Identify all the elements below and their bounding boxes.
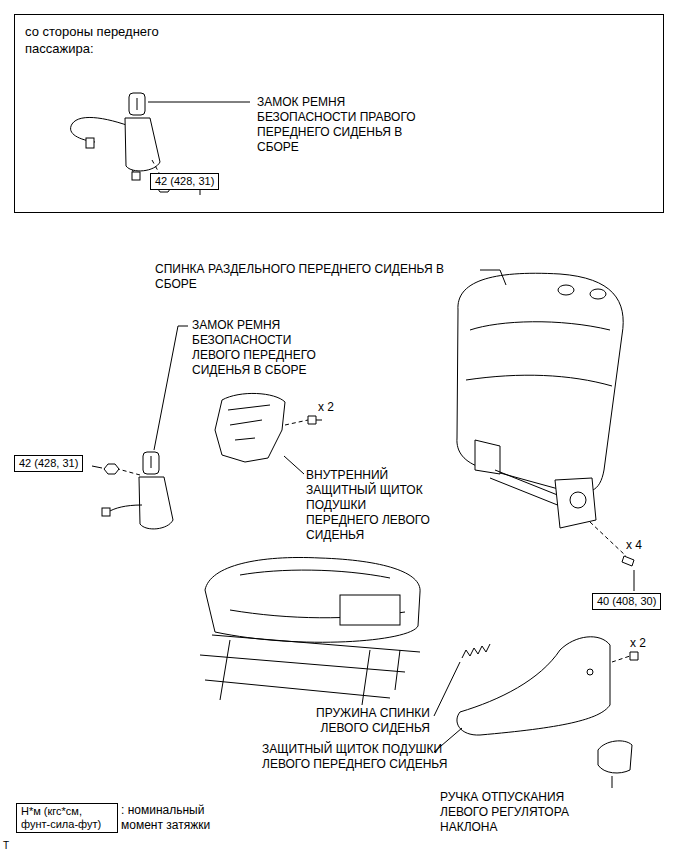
callout-number: x 2 (630, 636, 646, 651)
part-label: РУЧКА ОТПУСКАНИЯ ЛЕВОГО РЕГУЛЯТОРА НАКЛО… (440, 790, 608, 835)
torque-value: 42 (428, 31) (19, 457, 78, 470)
left-buckle (92, 326, 188, 529)
part-label: ВНУТРЕННИЙ ЗАЩИТНЫЙ ЩИТОК ПОДУШКИ ПЕРЕДН… (306, 468, 431, 543)
part-label: ЗАМОК РЕМНЯ БЕЗОПАСНОСТИ ЛЕВОГО ПЕРЕДНЕГ… (192, 318, 342, 378)
callout-number: x 4 (626, 538, 642, 553)
torque-value: 40 (408, 30) (597, 595, 656, 608)
release-knob (598, 741, 632, 788)
cushion (200, 557, 420, 705)
outer-cover (434, 637, 638, 752)
part-label: ПРУЖИНА СПИНКИ ЛЕВОГО СИДЕНЬЯ (278, 706, 430, 736)
legend-note: : номинальный момент затяжки (121, 803, 243, 833)
seatback (457, 270, 634, 591)
torque-value: Н*м (кгс*см, фунт-сила-фут) (21, 805, 113, 831)
inner-cover (215, 393, 322, 474)
figure-mark: T (3, 838, 9, 853)
torque-box: 42 (428, 31) (14, 455, 83, 472)
part-label: СПИНКА РАЗДЕЛЬНОГО ПЕРЕДНЕГО СИДЕНЬЯ В С… (155, 262, 485, 292)
part-label: ЗАЩИТНЫЙ ЩИТОК ПОДУШКИ ЛЕВОГО ПЕРЕДНЕГО … (262, 742, 472, 772)
torque-value: 42 (428, 31) (155, 175, 214, 188)
torque-box: 40 (408, 30) (592, 593, 661, 610)
part-label: ЗАМОК РЕМНЯ БЕЗОПАСНОСТИ ПРАВОГО ПЕРЕДНЕ… (257, 95, 417, 155)
inset-heading: со стороны переднего пассажира: (25, 23, 215, 57)
right-buckle (71, 93, 250, 195)
torque-box: 42 (428, 31) (150, 173, 219, 190)
callout-number: x 2 (318, 400, 334, 415)
torque-box: Н*м (кгс*см, фунт-сила-фут) (16, 803, 118, 833)
inset-frame: со стороны переднего пассажира: ЗАМОК РЕМ… (14, 14, 664, 213)
